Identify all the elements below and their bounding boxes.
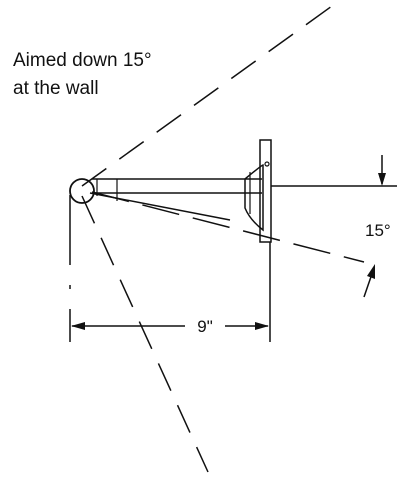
distance-label: 9"	[197, 317, 213, 336]
caption-line-2: at the wall	[13, 78, 99, 99]
wall-plate	[259, 139, 272, 243]
mounting-screw-icon	[264, 161, 270, 167]
dim-arrow-left	[71, 322, 85, 330]
lower-beam-edge	[81, 195, 209, 473]
aim-line-solid	[89, 192, 231, 221]
aim-centerline	[91, 191, 365, 263]
angle-arrow-top	[378, 173, 386, 186]
angle-label: 15°	[365, 221, 391, 240]
upper-beam-edge	[81, 5, 333, 187]
angle-arrow-bottom	[367, 264, 375, 279]
canopy-dome	[244, 164, 264, 232]
caption-line-1: Aimed down 15°	[13, 50, 152, 71]
lamp-head	[69, 178, 95, 204]
dim-arrow-right	[255, 322, 269, 330]
